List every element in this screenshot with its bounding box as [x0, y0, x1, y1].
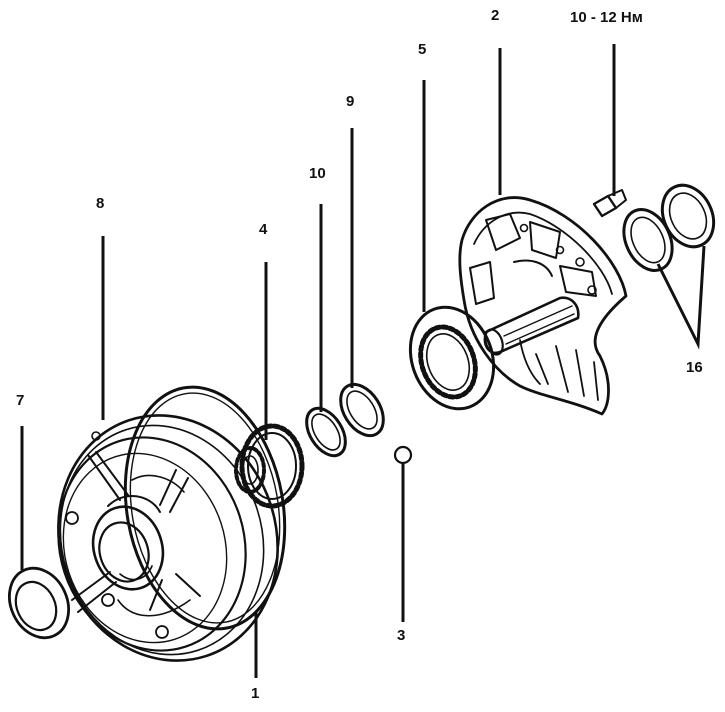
seal-ring-small [305, 406, 347, 458]
label-part-16: 16 [686, 359, 703, 376]
pump-gear [234, 423, 305, 509]
label-part-5: 5 [418, 41, 427, 58]
pump-cover [458, 196, 628, 416]
front-oil-seal [8, 566, 70, 640]
seal-ring-large [339, 382, 385, 438]
label-part-1: 1 [251, 685, 260, 702]
label-part-4: 4 [259, 221, 268, 238]
leader-lines [20, 44, 706, 678]
label-part-2: 2 [491, 7, 500, 24]
check-ball [393, 445, 413, 465]
outer-gear [408, 305, 496, 411]
seal-rings-16 [622, 183, 716, 272]
label-torque: 10 - 12 Нм [570, 9, 643, 26]
leader-16 [656, 245, 706, 350]
label-part-8: 8 [96, 195, 105, 212]
label-part-10: 10 [309, 165, 326, 182]
label-part-3: 3 [397, 627, 406, 644]
o-ring [123, 385, 287, 631]
label-part-7: 7 [16, 392, 25, 409]
pump-body [57, 414, 279, 662]
bolt [592, 189, 627, 218]
label-part-9: 9 [346, 93, 355, 110]
